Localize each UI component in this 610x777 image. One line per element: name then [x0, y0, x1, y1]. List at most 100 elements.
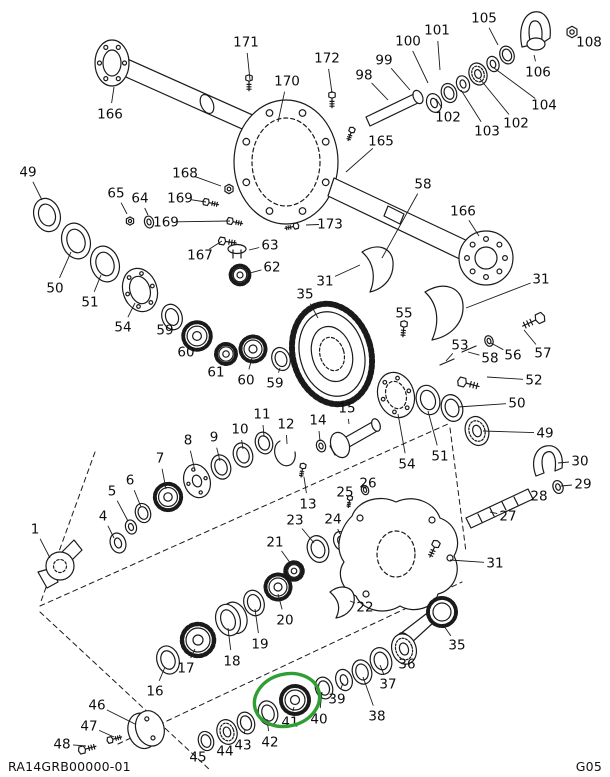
- callout-leader-39: [340, 682, 344, 689]
- callout-100: 100: [395, 34, 421, 50]
- highlight-ellipse-part-41: [252, 671, 322, 729]
- callout-leader-51: [427, 410, 438, 446]
- highlight-layer: [252, 671, 322, 729]
- callout-leader-49: [32, 181, 43, 201]
- callout-leader-35: [309, 303, 319, 319]
- callout-13: 13: [299, 497, 316, 513]
- callout-leader-166: [111, 86, 115, 104]
- callout-102: 102: [503, 116, 529, 132]
- callout-51: 51: [81, 295, 98, 311]
- callout-54: 54: [114, 320, 131, 336]
- callout-leader-173: [305, 224, 320, 226]
- callout-59: 59: [266, 376, 283, 392]
- callout-19: 19: [251, 637, 268, 653]
- callout-18: 18: [223, 654, 240, 670]
- plate-8: [182, 463, 212, 499]
- callout-leader-41: [292, 706, 295, 712]
- callout-leader-31: [334, 264, 361, 277]
- callout-21: 21: [266, 535, 283, 551]
- callout-166: 166: [450, 204, 476, 220]
- callout-1: 1: [31, 522, 40, 538]
- diff-case-half-54b: [376, 371, 416, 419]
- callout-59: 59: [156, 323, 173, 339]
- callout-14: 14: [309, 413, 326, 429]
- left-bearing-row: [28, 194, 376, 408]
- callout-leader-47: [98, 729, 115, 738]
- callout-167: 167: [187, 248, 213, 264]
- callout-10: 10: [231, 422, 248, 438]
- callout-leader-6: [133, 490, 142, 508]
- callout-20: 20: [276, 613, 293, 629]
- gear-17: [179, 621, 217, 659]
- callout-leader-60: [248, 357, 253, 370]
- callout-leader-14: [318, 430, 321, 442]
- callout-49: 49: [536, 426, 553, 442]
- callout-50: 50: [46, 281, 63, 297]
- callout-leader-169: [190, 199, 207, 203]
- callout-63: 63: [261, 238, 278, 254]
- callout-103: 103: [474, 124, 500, 140]
- end-yoke-1: [37, 539, 83, 589]
- callout-leader-106: [533, 54, 536, 62]
- callout-43: 43: [234, 738, 251, 754]
- callout-99: 99: [375, 53, 392, 69]
- callout-leader-27: [489, 511, 498, 515]
- callout-leader-15: [347, 418, 350, 425]
- pinion-shaft-kit: [365, 11, 578, 127]
- callout-49: 49: [19, 165, 36, 181]
- callout-45: 45: [189, 750, 206, 766]
- drawing-number: RA14GRB00000-01: [8, 759, 131, 774]
- callout-leader-31: [449, 559, 485, 563]
- callout-leader-11: [262, 424, 265, 437]
- callout-26: 26: [359, 476, 376, 492]
- callout-leader-54: [127, 302, 136, 318]
- callout-leader-52: [486, 376, 524, 380]
- callout-24: 24: [324, 512, 341, 528]
- callout-29: 29: [574, 477, 591, 493]
- sliding-gear-row: [152, 572, 293, 678]
- callout-60: 60: [237, 373, 254, 389]
- callout-98: 98: [355, 68, 372, 84]
- callout-leader-171: [246, 52, 251, 81]
- pinion-row: [77, 596, 458, 755]
- callout-leader-13: [303, 476, 307, 494]
- callout-leader-1: [39, 538, 51, 559]
- callout-35: 35: [296, 287, 313, 303]
- callout-169: 169: [153, 215, 179, 231]
- callout-11: 11: [253, 407, 270, 423]
- callout-leader-58: [467, 351, 480, 356]
- callout-57: 57: [534, 346, 551, 362]
- callout-46: 46: [88, 698, 105, 714]
- callout-leader-168: [195, 176, 222, 187]
- callout-36: 36: [398, 657, 415, 673]
- callout-172: 172: [314, 51, 340, 67]
- page-code: G05: [575, 759, 602, 774]
- callout-leader-58: [381, 193, 419, 259]
- callout-168: 168: [172, 166, 198, 182]
- callout-5: 5: [108, 484, 117, 500]
- callout-leader-38: [362, 676, 374, 706]
- diff-case-half-54: [121, 267, 159, 313]
- callout-17: 17: [177, 661, 194, 677]
- callout-leader-50: [457, 403, 507, 408]
- callout-leader-102: [435, 98, 443, 109]
- callout-58: 58: [414, 177, 431, 193]
- callout-leader-167: [209, 240, 223, 250]
- callout-leader-105: [488, 27, 499, 46]
- callout-102: 102: [435, 110, 461, 126]
- callout-leader-24: [337, 528, 341, 535]
- callout-42: 42: [261, 735, 278, 751]
- callout-55: 55: [395, 306, 412, 322]
- callout-leader-12: [286, 434, 288, 445]
- callout-105: 105: [471, 11, 497, 27]
- callout-leader-9: [216, 447, 221, 462]
- callout-47: 47: [80, 719, 97, 735]
- shift-fork-31: [361, 246, 394, 293]
- callout-8: 8: [184, 433, 193, 449]
- callout-leader-8: [189, 450, 196, 472]
- callout-leader-23: [301, 528, 315, 544]
- callout-leader-31: [465, 282, 531, 309]
- callout-16: 16: [146, 684, 163, 700]
